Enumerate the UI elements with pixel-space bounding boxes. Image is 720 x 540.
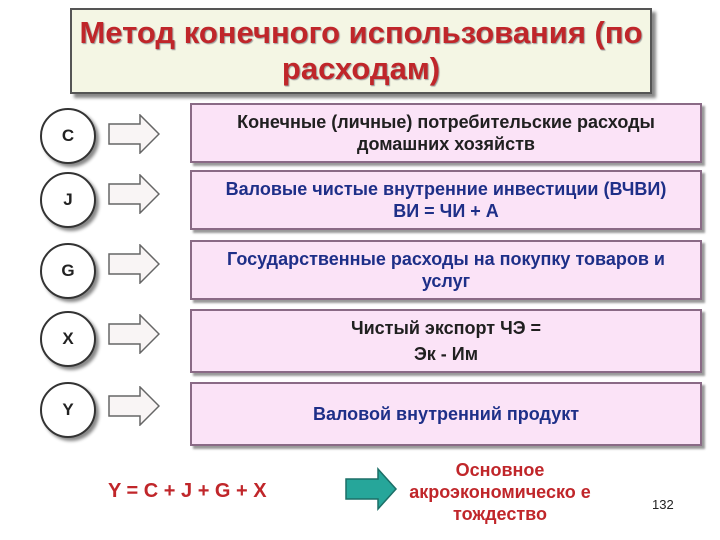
definition-box-investment: Валовые чистые внутренние инвестиции (ВЧ… xyxy=(190,170,702,230)
page-title: Метод конечного использования (по расход… xyxy=(79,15,643,86)
definition-box-government: Государственные расходы на покупку товар… xyxy=(190,240,702,300)
page-number: 132 xyxy=(652,497,674,512)
gdp-formula: Y = C + J + G + X xyxy=(108,480,267,502)
symbol-label: G xyxy=(61,261,75,280)
definition-text: Валовой внутренний продукт xyxy=(312,404,580,424)
right-arrow-icon xyxy=(108,244,160,284)
symbol-label: Y xyxy=(62,400,74,419)
symbol-circle-c: С xyxy=(40,108,96,164)
definition-box-consumption: Конечные (личные) потребительские расход… xyxy=(190,103,702,163)
definition-box-gdp: Валовой внутренний продукт xyxy=(190,382,702,446)
definition-text: Валовые чистые внутренние инвестиции (ВЧ… xyxy=(225,179,667,221)
symbol-circle-j: J xyxy=(40,172,96,228)
definition-box-net-export: Чистый экспорт ЧЭ = Эк - Им xyxy=(190,309,702,373)
title-box: Метод конечного использования (по расход… xyxy=(70,8,652,94)
identity-label: Основное акроэкономическо е тождество xyxy=(409,460,591,524)
definition-text: Конечные (личные) потребительские расход… xyxy=(237,112,655,154)
symbol-circle-g: G xyxy=(40,243,96,299)
symbol-circle-y: Y xyxy=(40,382,96,438)
right-arrow-icon xyxy=(108,314,160,354)
definition-text: Чистый экспорт ЧЭ = Эк - Им xyxy=(350,318,542,364)
definition-text: Государственные расходы на покупку товар… xyxy=(227,249,665,291)
teal-arrow-icon xyxy=(345,467,398,511)
symbol-label: X xyxy=(62,329,74,348)
symbol-circle-x: X xyxy=(40,311,96,367)
right-arrow-icon xyxy=(108,174,160,214)
right-arrow-icon xyxy=(108,386,160,426)
right-arrow-icon xyxy=(108,114,160,154)
symbol-label: С xyxy=(61,126,75,145)
symbol-label: J xyxy=(63,190,73,209)
